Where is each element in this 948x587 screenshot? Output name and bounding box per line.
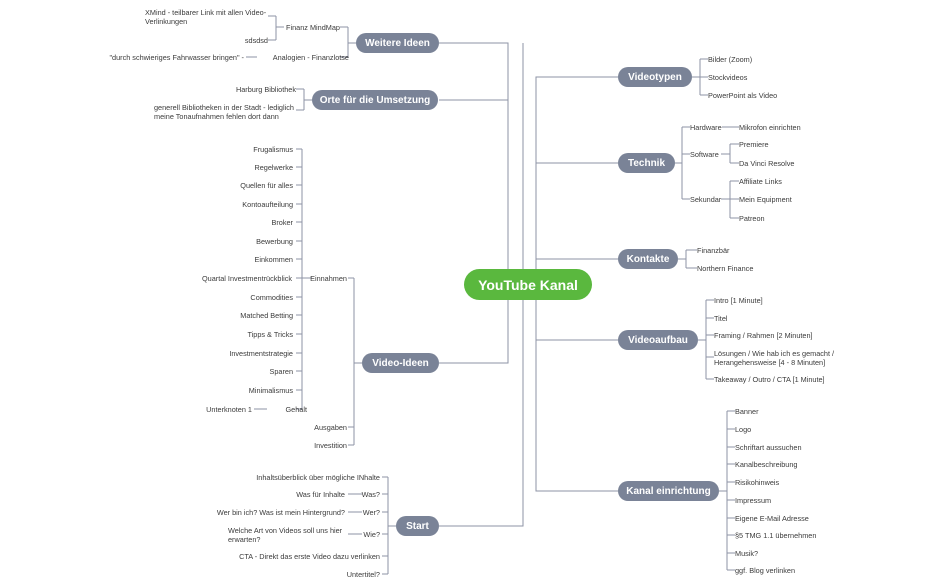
leaf-impressum[interactable]: Impressum: [735, 496, 772, 505]
leaf-premiere[interactable]: Premiere: [739, 140, 769, 149]
leaf-welche-art[interactable]: Welche Art von Videos soll uns hier erwa…: [228, 526, 343, 544]
leaf-schriftart[interactable]: Schriftart aussuchen: [735, 443, 802, 452]
leaf-affiliate[interactable]: Affiliate Links: [739, 177, 782, 186]
central-topic[interactable]: YouTube Kanal: [464, 269, 592, 300]
topic-video-ideen[interactable]: Video-Ideen: [362, 353, 439, 373]
leaf-takeaway[interactable]: Takeaway / Outro / CTA [1 Minute]: [714, 375, 825, 384]
leaf-mikrofon[interactable]: Mikrofon einrichten: [739, 123, 801, 132]
leaf-logo[interactable]: Logo: [735, 425, 752, 434]
subtopic-wer[interactable]: Wer?: [362, 508, 380, 517]
topic-start[interactable]: Start: [396, 516, 439, 536]
leaf-northern-finance[interactable]: Northern Finance: [697, 264, 754, 273]
leaf-kanalbeschreibung[interactable]: Kanalbeschreibung: [735, 460, 798, 469]
subtopic-analogien[interactable]: Analogien - Finanzlotse: [272, 53, 349, 62]
leaf-banner[interactable]: Banner: [735, 407, 759, 416]
leaf-titel[interactable]: Titel: [714, 314, 728, 323]
leaf-einnahmen-item[interactable]: Regelwerke: [254, 163, 293, 172]
leaf-bibliotheken[interactable]: generell Bibliotheken in der Stadt - led…: [154, 103, 294, 121]
topic-weitere-ideen[interactable]: Weitere Ideen: [356, 33, 439, 53]
subtopic-software[interactable]: Software: [690, 150, 719, 159]
leaf-untertitel[interactable]: Untertitel?: [346, 570, 380, 579]
leaf-was-fuer-inhalte[interactable]: Was für Inhalte: [296, 490, 345, 499]
topic-technik[interactable]: Technik: [618, 153, 675, 173]
topic-videotypen[interactable]: Videotypen: [618, 67, 692, 87]
leaf-einnahmen-item[interactable]: Investmentstrategie: [229, 349, 293, 358]
leaf-loesungen[interactable]: Lösungen / Wie hab ich es gemacht / Hera…: [714, 349, 835, 367]
subtopic-sekundar[interactable]: Sekundar: [690, 195, 722, 204]
leaf-cta[interactable]: CTA - Direkt das erste Video dazu verlin…: [239, 552, 380, 561]
subtopic-wie[interactable]: Wie?: [363, 530, 380, 539]
leaf-einnahmen-item[interactable]: Broker: [271, 218, 294, 227]
leaf-fahrwasser[interactable]: "durch schwieriges Fahrwasser bringen" -: [109, 53, 244, 62]
leaf-musik[interactable]: Musik?: [735, 549, 759, 558]
leaf-investition[interactable]: Investition: [314, 441, 347, 450]
leaf-einnahmen-item[interactable]: Frugalismus: [253, 145, 293, 154]
leaf-xmind[interactable]: XMind - teilbarer Link mit allen Video-V…: [145, 8, 267, 26]
leaf-einnahmen-item[interactable]: Kontoaufteilung: [242, 200, 293, 209]
subtopic-einnahmen[interactable]: Einnahmen: [310, 274, 347, 283]
leaf-intro[interactable]: Intro [1 Minute]: [714, 296, 763, 305]
leaf-einnahmen-item[interactable]: Minimalismus: [248, 386, 293, 395]
leaf-wer-bin-ich[interactable]: Wer bin ich? Was ist mein Hintergrund?: [216, 508, 345, 517]
leaf-blog[interactable]: ggf. Blog verlinken: [735, 566, 796, 575]
leaf-equipment[interactable]: Mein Equipment: [739, 195, 792, 204]
leaf-email[interactable]: Eigene E-Mail Adresse: [735, 514, 809, 523]
leaf-einnahmen-item[interactable]: Commodities: [250, 293, 293, 302]
topic-kanal-einrichtung[interactable]: Kanal einrichtung: [618, 481, 719, 501]
leaf-einnahmen-item[interactable]: Quellen für alles: [240, 181, 293, 190]
leaf-finanzbaer[interactable]: Finanzbär: [697, 246, 730, 255]
topic-kontakte[interactable]: Kontakte: [618, 249, 678, 269]
leaf-harburg[interactable]: Harburg Bibliothek: [235, 85, 296, 94]
leaf-einnahmen-item[interactable]: Sparen: [269, 367, 293, 376]
leaf-unterknoten[interactable]: Unterknoten 1: [206, 405, 252, 414]
subtopic-finanz-mindmap[interactable]: Finanz MindMap: [286, 23, 340, 32]
connector: [439, 43, 524, 527]
leaf-einnahmen-item[interactable]: Quartal Investmentrückblick: [201, 274, 292, 283]
leaf-videotypen-3[interactable]: PowerPoint als Video: [708, 91, 778, 100]
leaf-videotypen-1[interactable]: Bilder (Zoom): [708, 55, 753, 64]
leaf-risikohinweis[interactable]: Risikohinweis: [735, 478, 780, 487]
leaf-inhaltsueberblick[interactable]: Inhaltsüberblick über mögliche INhalte: [256, 473, 380, 482]
connector: [535, 76, 618, 286]
leaf-einnahmen-item[interactable]: Bewerbung: [256, 237, 293, 246]
subtopic-hardware[interactable]: Hardware: [690, 123, 722, 132]
connector: [439, 285, 509, 364]
leaf-sdsdsd[interactable]: sdsdsd: [244, 36, 268, 45]
leaf-framing[interactable]: Framing / Rahmen [2 Minuten]: [714, 331, 813, 340]
connector: [439, 42, 509, 286]
leaf-ausgaben[interactable]: Ausgaben: [314, 423, 347, 432]
topic-videoaufbau[interactable]: Videoaufbau: [618, 330, 698, 350]
topic-orte-umsetzung[interactable]: Orte für die Umsetzung: [312, 90, 438, 110]
leaf-patreon[interactable]: Patreon: [739, 214, 765, 223]
leaf-einnahmen-item[interactable]: Tipps & Tricks: [247, 330, 293, 339]
leaf-tmg[interactable]: §5 TMG 1.1 übernehmen: [735, 531, 817, 540]
leaf-videotypen-2[interactable]: Stockvideos: [708, 73, 748, 82]
subtopic-gehalt[interactable]: Gehalt: [285, 405, 308, 414]
leaf-davinci[interactable]: Da Vinci Resolve: [739, 159, 795, 168]
subtopic-was[interactable]: Was?: [361, 490, 380, 499]
leaf-einnahmen-item[interactable]: Einkommen: [254, 255, 293, 264]
connector: [535, 285, 618, 492]
leaf-einnahmen-item[interactable]: Matched Betting: [240, 311, 293, 320]
